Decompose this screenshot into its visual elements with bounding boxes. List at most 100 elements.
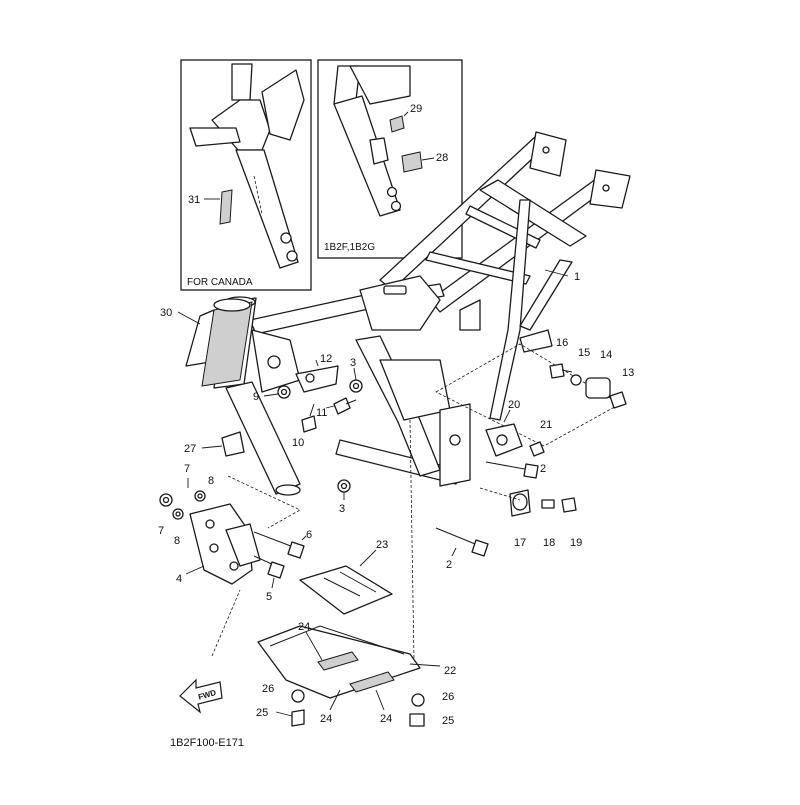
callout-6: 6 [306, 529, 312, 541]
frame-pivot-hole [449, 434, 461, 446]
part-13-bolt [609, 391, 627, 409]
callout-5: 5 [266, 591, 272, 603]
part-12-hole [305, 373, 315, 383]
part-3a-nut-hole [352, 382, 360, 390]
leader-24a [305, 631, 323, 661]
frame-rear-bracket-right [589, 169, 631, 209]
callout-22: 22 [444, 665, 456, 677]
inset-right-gusset [349, 65, 411, 105]
frame-hole-a [542, 146, 550, 154]
part-16-bolt-head [549, 363, 565, 379]
inset-right-bracket [369, 137, 389, 165]
inset-left-hidden-line [253, 175, 263, 215]
inset-left-label-decal [219, 189, 233, 225]
skid-guide-left [211, 589, 241, 657]
part-5-bolt-head [267, 561, 285, 579]
leader-25a [275, 711, 293, 717]
callout-24c: 24 [380, 713, 392, 725]
inset-left-bolt-b [286, 250, 298, 262]
frame-cross-member-3 [479, 179, 587, 247]
callout-25b: 25 [442, 715, 454, 727]
leader-4 [185, 565, 205, 575]
frame-tank-mount [359, 275, 441, 331]
part-27-group: 27 [184, 431, 245, 457]
inset-right-decal-29 [389, 115, 405, 133]
inset-right-caption: 1B2F,1B2G [324, 242, 375, 253]
frame-gusset-hole [267, 355, 281, 369]
callout-24a: 24 [298, 621, 310, 633]
inset-1b2f-1b2g: 29 28 1B2F,1B2G [317, 59, 463, 259]
callout-1: 1 [574, 271, 580, 283]
frame-rear-bracket-top [529, 131, 567, 177]
part-10-bolt-head [301, 415, 317, 433]
fwd-arrow: FWD [179, 678, 223, 714]
callout-11: 11 [316, 407, 327, 419]
engine-bracket-group: 7 8 8 7 4 6 5 [158, 463, 312, 603]
callout-8a: 8 [208, 475, 214, 487]
callout-12: 12 [320, 353, 332, 365]
leader-28 [421, 157, 435, 161]
part-8b-washer-hole [175, 511, 181, 517]
inset-left-head-tube [231, 63, 253, 101]
callout-23: 23 [376, 539, 388, 551]
leader-3a [353, 367, 357, 381]
part-7a-nut-hole [162, 496, 170, 504]
callout-3a: 3 [350, 357, 356, 369]
part-6-bolt-shank [253, 531, 297, 549]
callout-8b: 8 [174, 535, 180, 547]
leader-12 [315, 359, 319, 367]
leader-27 [201, 445, 223, 449]
leader-5 [271, 577, 275, 589]
part-4-hole-b [209, 543, 219, 553]
part-2b-shank [435, 527, 481, 547]
leader-29 [403, 111, 409, 117]
callout-4: 4 [176, 573, 182, 585]
part-24b-pad [349, 671, 395, 693]
callout-9: 9 [253, 391, 259, 403]
callout-31: 31 [188, 194, 200, 206]
part-2a-bolt-head [523, 463, 539, 479]
part-6-bolt-head [287, 541, 305, 559]
rear-mount-group: 16 15 14 13 [435, 337, 634, 447]
part-11-bolt-shank [345, 399, 357, 405]
part-20-hole [496, 434, 508, 446]
part-15-washer [570, 374, 582, 386]
part-30-tube-top [213, 298, 251, 312]
part-4-side-plate [225, 523, 261, 567]
part-18-spacer [541, 499, 555, 509]
part-19-bolt [561, 497, 577, 513]
callout-28: 28 [436, 152, 448, 164]
part-11-bolt-head [333, 397, 351, 415]
part-2b-bolt-head [471, 539, 489, 557]
part-16-shank [561, 369, 573, 373]
bracket-assembly-guide [227, 475, 301, 529]
leader-23 [359, 549, 377, 567]
parts-20-21-group: 20 21 [485, 399, 552, 457]
part-24a-pad [317, 651, 359, 671]
leader-2b [451, 547, 457, 557]
part-23-ribs [323, 571, 377, 597]
inset-right-bolt-b [390, 200, 402, 212]
part-17-bushing-face [512, 493, 528, 511]
fwd-arrow-shape [179, 678, 223, 714]
leader-24b [329, 689, 341, 711]
part-4-hole-c [229, 561, 239, 571]
frame-cross-member-2 [425, 251, 531, 285]
callout-2a: 2 [540, 463, 546, 475]
part-22-skid-edge [269, 625, 405, 655]
part-2a-shank [485, 461, 531, 471]
part-8a-washer-hole [197, 493, 203, 499]
callout-7a: 7 [184, 463, 190, 475]
part-25b-bolt [409, 713, 425, 727]
leader-30 [177, 311, 201, 325]
leader-11 [325, 405, 335, 409]
part-12-bracket [295, 365, 339, 393]
inset-left-bolt-a [280, 232, 292, 244]
callout-15: 15 [578, 347, 590, 359]
swingarm-pivot-group: 2 2 17 18 19 [435, 461, 582, 571]
part-30-group: 30 [160, 298, 253, 387]
frame-rear-tab [519, 329, 553, 353]
part-26b-collar [411, 693, 425, 707]
